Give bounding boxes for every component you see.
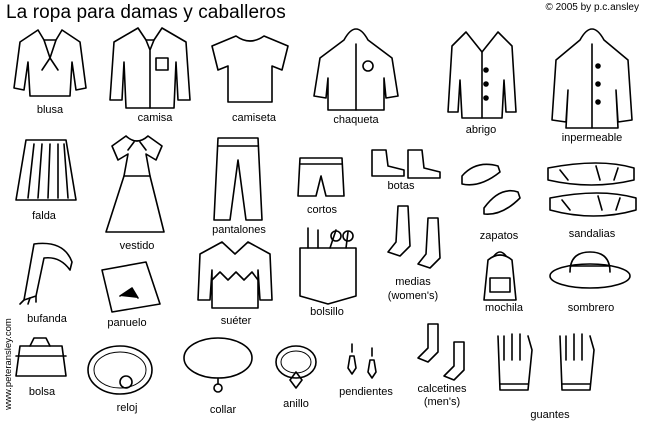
copyright-notice: © 2005 by p.c.ansley — [545, 2, 639, 13]
label-blusa: blusa — [36, 104, 64, 116]
label-guantes: guantes — [530, 409, 570, 421]
earrings-icon — [347, 343, 377, 379]
skirt-icon — [15, 139, 77, 201]
pants-icon — [213, 137, 263, 221]
label-bolsa: bolsa — [28, 386, 56, 398]
pocket-icon — [299, 227, 357, 305]
label-medias: medias — [395, 276, 431, 288]
hat-icon — [549, 251, 631, 289]
stockings-icon — [387, 205, 441, 269]
label-abrigo: abrigo — [465, 124, 497, 136]
label-reloj: reloj — [116, 402, 138, 414]
blouse-icon — [13, 29, 87, 97]
scarf-icon — [19, 242, 73, 305]
jacket-icon — [313, 28, 399, 111]
label-medias-note: (women's) — [387, 290, 439, 302]
label-cortos: cortos — [307, 204, 337, 216]
raincoat-icon — [551, 28, 633, 129]
handkerchief-icon — [101, 261, 161, 313]
label-camiseta: camiseta — [231, 112, 277, 124]
sweater-icon — [197, 241, 273, 309]
necklace-icon — [183, 337, 253, 393]
boots-icon — [371, 149, 441, 179]
label-zapatos: zapatos — [479, 230, 519, 242]
shorts-icon — [297, 157, 345, 197]
label-chaqueta: chaqueta — [333, 114, 379, 126]
label-sombrero: sombrero — [567, 302, 615, 314]
dress-icon — [105, 135, 165, 233]
label-falda: falda — [32, 210, 56, 222]
backpack-icon — [483, 251, 517, 301]
tshirt-icon — [211, 35, 289, 103]
label-vestido: vestido — [119, 240, 155, 252]
shirt-icon — [109, 27, 191, 109]
watch-icon — [87, 345, 153, 395]
coat-icon — [447, 31, 517, 119]
socks-icon — [417, 323, 465, 381]
label-calcetines: calcetines — [417, 383, 467, 395]
gloves-icon — [497, 333, 595, 391]
page-title: La ropa para damas y caballeros — [6, 2, 286, 23]
label-botas: botas — [387, 180, 415, 192]
label-bufanda: bufanda — [27, 313, 67, 325]
ring-icon — [275, 345, 317, 389]
sandals-icon — [547, 162, 637, 217]
label-anillo: anillo — [283, 398, 309, 410]
label-mochila: mochila — [485, 302, 523, 314]
label-sandalias: sandalias — [568, 228, 616, 240]
label-bolsillo: bolsillo — [310, 306, 344, 318]
label-pendientes: pendientes — [339, 386, 393, 398]
label-panuelo: panuelo — [107, 317, 147, 329]
label-camisa: camisa — [137, 112, 173, 124]
label-sueter: suéter — [220, 315, 252, 327]
purse-icon — [15, 337, 67, 377]
label-pantalones: pantalones — [212, 224, 266, 236]
shoes-icon — [461, 163, 521, 215]
label-collar: collar — [209, 404, 237, 416]
label-calcetines-note: (men's) — [423, 396, 461, 408]
label-impermeable: inpermeable — [561, 132, 623, 144]
